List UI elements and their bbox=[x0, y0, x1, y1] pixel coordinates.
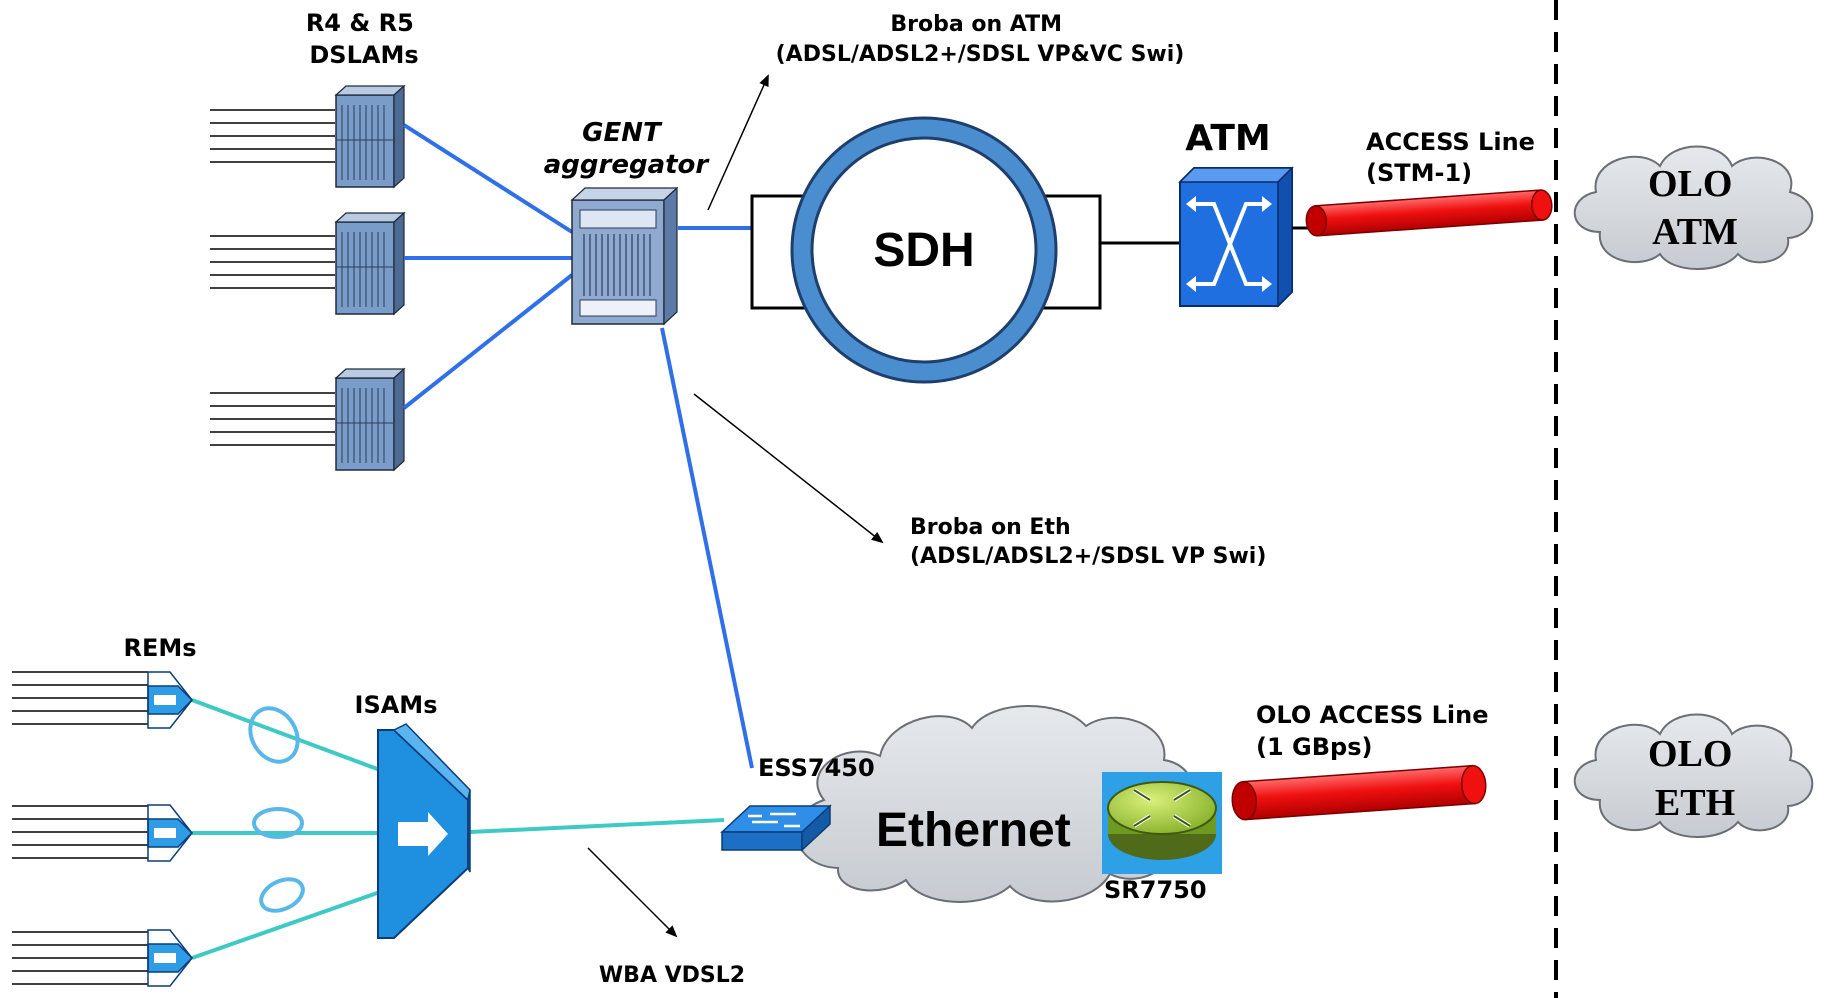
sdh-label: SDH bbox=[873, 224, 974, 277]
atm-switch-device bbox=[1178, 166, 1294, 308]
gent-aggregator-device bbox=[570, 186, 679, 326]
loop-coils bbox=[248, 706, 305, 913]
access-line-label: ACCESS Line (STM-1) bbox=[1366, 128, 1543, 187]
ethernet-label: Ethernet bbox=[876, 804, 1071, 857]
rem-device-1 bbox=[147, 671, 194, 729]
ess7450-label: ESS7450 bbox=[758, 754, 875, 782]
broba-eth-label: Broba on Eth (ADSL/ADSL2+/SDSL VP Swi) bbox=[910, 515, 1266, 569]
olo-access-line-label: OLO ACCESS Line (1 GBps) bbox=[1256, 701, 1497, 761]
olo-atm-cloud bbox=[1573, 145, 1814, 270]
broba-atm-label: Broba on ATM (ADSL/ADSL2+/SDSL VP&VC Swi… bbox=[776, 12, 1185, 67]
isam-device bbox=[377, 723, 471, 939]
rem-device-3 bbox=[147, 929, 194, 987]
olo-eth-label: OLO ETH bbox=[1648, 733, 1742, 824]
dslams-label: R4 & R5 DSLAMs bbox=[306, 9, 422, 69]
dslam-group bbox=[210, 84, 406, 472]
atm-label: ATM bbox=[1185, 118, 1270, 159]
rem-access-lines bbox=[12, 671, 148, 985]
olo-eth-cloud bbox=[1573, 713, 1814, 838]
gent-aggregator-label: GENT aggregator bbox=[544, 118, 711, 180]
access-line-pipe bbox=[1305, 189, 1553, 237]
ess7450-switch bbox=[720, 804, 832, 852]
sr7750-router bbox=[1102, 772, 1222, 874]
sdh-ring bbox=[750, 116, 1102, 384]
dslam-device-3 bbox=[334, 367, 406, 472]
dslam-device-2 bbox=[334, 211, 406, 316]
rems-label: REMs bbox=[123, 634, 196, 662]
olo-atm-label: OLO ATM bbox=[1648, 163, 1742, 253]
annotation-arrows bbox=[587, 74, 884, 938]
olo-access-line-pipe bbox=[1231, 764, 1487, 821]
wba-vdsl2-label: WBA VDSL2 bbox=[599, 963, 745, 988]
dslam-links bbox=[402, 123, 754, 769]
rem-device-2 bbox=[147, 804, 194, 862]
isams-label: ISAMs bbox=[355, 691, 438, 719]
ethernet-cloud bbox=[795, 705, 1196, 903]
dslam-device-1 bbox=[334, 84, 406, 189]
sr7750-label: SR7750 bbox=[1104, 876, 1207, 904]
teal-links bbox=[191, 698, 725, 960]
